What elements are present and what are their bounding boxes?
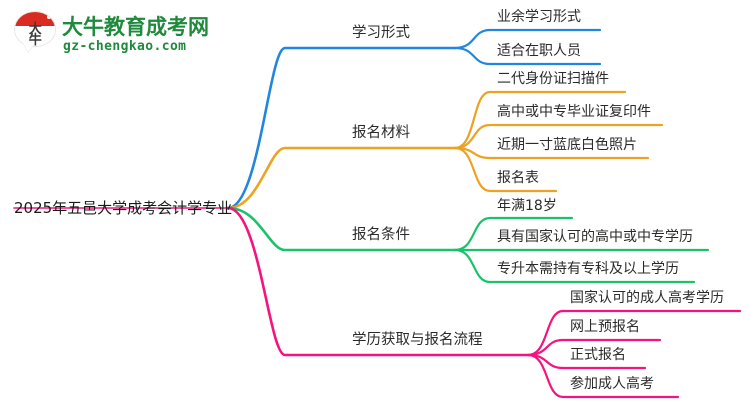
connector-line [453,146,558,193]
leaf-node-label-3-3[interactable]: 参加成人高考 [570,376,654,392]
logo-bubble-icon: 大 牛 [14,11,58,53]
connector-line [453,248,696,284]
connector-line [226,46,457,210]
logo-mark-text-line1: 大 [28,22,42,37]
leaf-node-label-1-3[interactable]: 报名表 [497,170,539,186]
connector-line [226,206,530,357]
leaf-node-label-1-1[interactable]: 高中或中专毕业证复印件 [497,104,651,120]
leaf-node-label-3-2[interactable]: 正式报名 [570,347,626,363]
connector-line [453,46,602,66]
leaf-node-label-3-1[interactable]: 网上预报名 [570,319,640,335]
leaf-node-label-2-0[interactable]: 年满18岁 [497,198,557,214]
logo-mark-text: 大 牛 [18,22,52,48]
leaf-node-label-3-0[interactable]: 国家认可的成人高考学历 [570,290,724,306]
leaf-node-label-2-2[interactable]: 专升本需持有专科及以上学历 [497,261,679,277]
branch-node-label-1[interactable]: 报名材料 [352,125,410,141]
site-logo[interactable]: 大 牛 大牛教育成考网 gz-chengkao.com [14,8,209,58]
branch-node-label-2[interactable]: 报名条件 [352,227,410,243]
logo-mark-text-line2: 牛 [28,33,42,48]
branch-node-label-3[interactable]: 学历获取与报名流程 [352,332,483,348]
leaf-node-label-0-0[interactable]: 业余学习形式 [497,9,581,25]
leaf-node-label-1-0[interactable]: 二代身份证扫描件 [497,71,609,87]
root-node-label[interactable]: 2025年五邑大学成考会计学专业 [14,199,233,217]
branch-node-label-0[interactable]: 学习形式 [352,25,410,41]
connector-line [453,123,664,150]
connector-line [526,309,742,357]
connector-line [453,90,627,150]
leaf-node-label-0-1[interactable]: 适合在职人员 [497,43,581,59]
logo-subtitle-url: gz-chengkao.com [63,39,187,54]
leaf-node-label-1-2[interactable]: 近期一寸蓝底白色照片 [497,137,637,153]
connector-line [226,206,457,252]
connector-line [526,353,680,399]
connector-line [226,146,457,210]
leaf-node-label-2-1[interactable]: 具有国家认可的高中或中专学历 [497,229,693,245]
logo-title: 大牛教育成考网 [62,15,209,39]
